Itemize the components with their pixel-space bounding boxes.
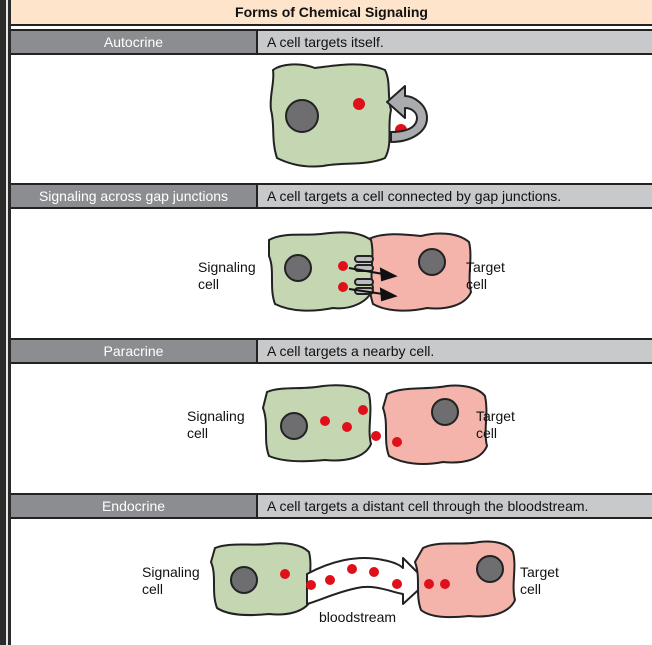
row-header-endocrine: Endocrine A cell targets a distant cell …: [11, 493, 652, 519]
signal-molecule: [320, 416, 330, 426]
nucleus: [285, 99, 319, 133]
signaling-cell-label-line2: cell: [187, 425, 208, 441]
signal-molecule: [358, 405, 368, 415]
autocrine-diagram: [269, 63, 428, 168]
gap-junction-diagram: Signaling cell Target cell: [198, 231, 505, 312]
nucleus: [476, 555, 504, 583]
target-cell-label-line1: Target: [466, 259, 505, 275]
signaling-cell-label-line2: cell: [198, 276, 219, 292]
signal-molecule: [369, 567, 379, 577]
row-name-paracrine: Paracrine: [11, 340, 258, 362]
signal-molecule: [392, 437, 402, 447]
row-header-autocrine: Autocrine A cell targets itself.: [11, 29, 652, 55]
left-edge-bar: [0, 0, 11, 645]
signal-molecule: [392, 579, 402, 589]
signal-molecule: [280, 569, 290, 579]
signaling-diagrams: Signaling cell Target cell Signaling cel…: [142, 63, 559, 625]
chemical-signaling-panel: Forms of Chemical Signaling Autocrine A …: [11, 0, 652, 645]
target-cell-label-line1: Target: [520, 564, 559, 580]
target-cell-label-line2: cell: [520, 581, 541, 597]
autocrine-cell: [269, 63, 393, 168]
panel-title: Forms of Chemical Signaling: [11, 0, 652, 26]
signal-molecule: [347, 564, 357, 574]
nucleus: [431, 398, 459, 426]
signal-molecule: [342, 422, 352, 432]
nucleus: [230, 566, 258, 594]
arrow-icon: [348, 267, 398, 302]
nucleus: [284, 254, 312, 282]
target-cell: [366, 232, 473, 312]
signaling-cell: [261, 384, 373, 463]
row-desc-endocrine: A cell targets a distant cell through th…: [267, 498, 589, 514]
signal-molecule: [338, 261, 348, 271]
target-cell-label-line2: cell: [466, 276, 487, 292]
signaling-cell-label-line2: cell: [142, 581, 163, 597]
row-desc-gap-junctions: A cell targets a cell connected by gap j…: [267, 188, 562, 204]
target-cell-label-line2: cell: [476, 425, 497, 441]
signaling-cell-label-line1: Signaling: [142, 564, 200, 580]
signaling-cell: [209, 542, 313, 617]
row-header-gap-junctions: Signaling across gap junctions A cell ta…: [11, 183, 652, 209]
signal-molecule: [424, 579, 434, 589]
signal-molecule: [306, 580, 316, 590]
signal-molecule: [371, 431, 381, 441]
return-arrow-icon: [386, 85, 428, 143]
signaling-cell-label-line1: Signaling: [198, 259, 256, 275]
target-cell-label-line1: Target: [476, 408, 515, 424]
nucleus: [418, 248, 446, 276]
endocrine-diagram: Signaling cell Target cell bloodstream: [142, 540, 559, 625]
signal-molecule: [353, 98, 365, 110]
nucleus: [280, 412, 308, 440]
row-desc-autocrine: A cell targets itself.: [267, 34, 384, 50]
row-name-autocrine: Autocrine: [11, 31, 258, 53]
signaling-cell-label-line1: Signaling: [187, 408, 245, 424]
row-desc-paracrine: A cell targets a nearby cell.: [267, 343, 435, 359]
row-name-endocrine: Endocrine: [11, 495, 258, 517]
signal-molecule: [338, 282, 348, 292]
row-name-gap-junctions: Signaling across gap junctions: [11, 185, 258, 207]
target-cell: [381, 384, 489, 465]
signal-molecule: [325, 575, 335, 585]
bloodstream-label: bloodstream: [319, 609, 396, 625]
paracrine-diagram: Signaling cell Target cell: [187, 384, 515, 465]
signal-molecule: [440, 579, 450, 589]
bloodstream-arrow-icon: [306, 556, 428, 605]
row-header-paracrine: Paracrine A cell targets a nearby cell.: [11, 338, 652, 364]
